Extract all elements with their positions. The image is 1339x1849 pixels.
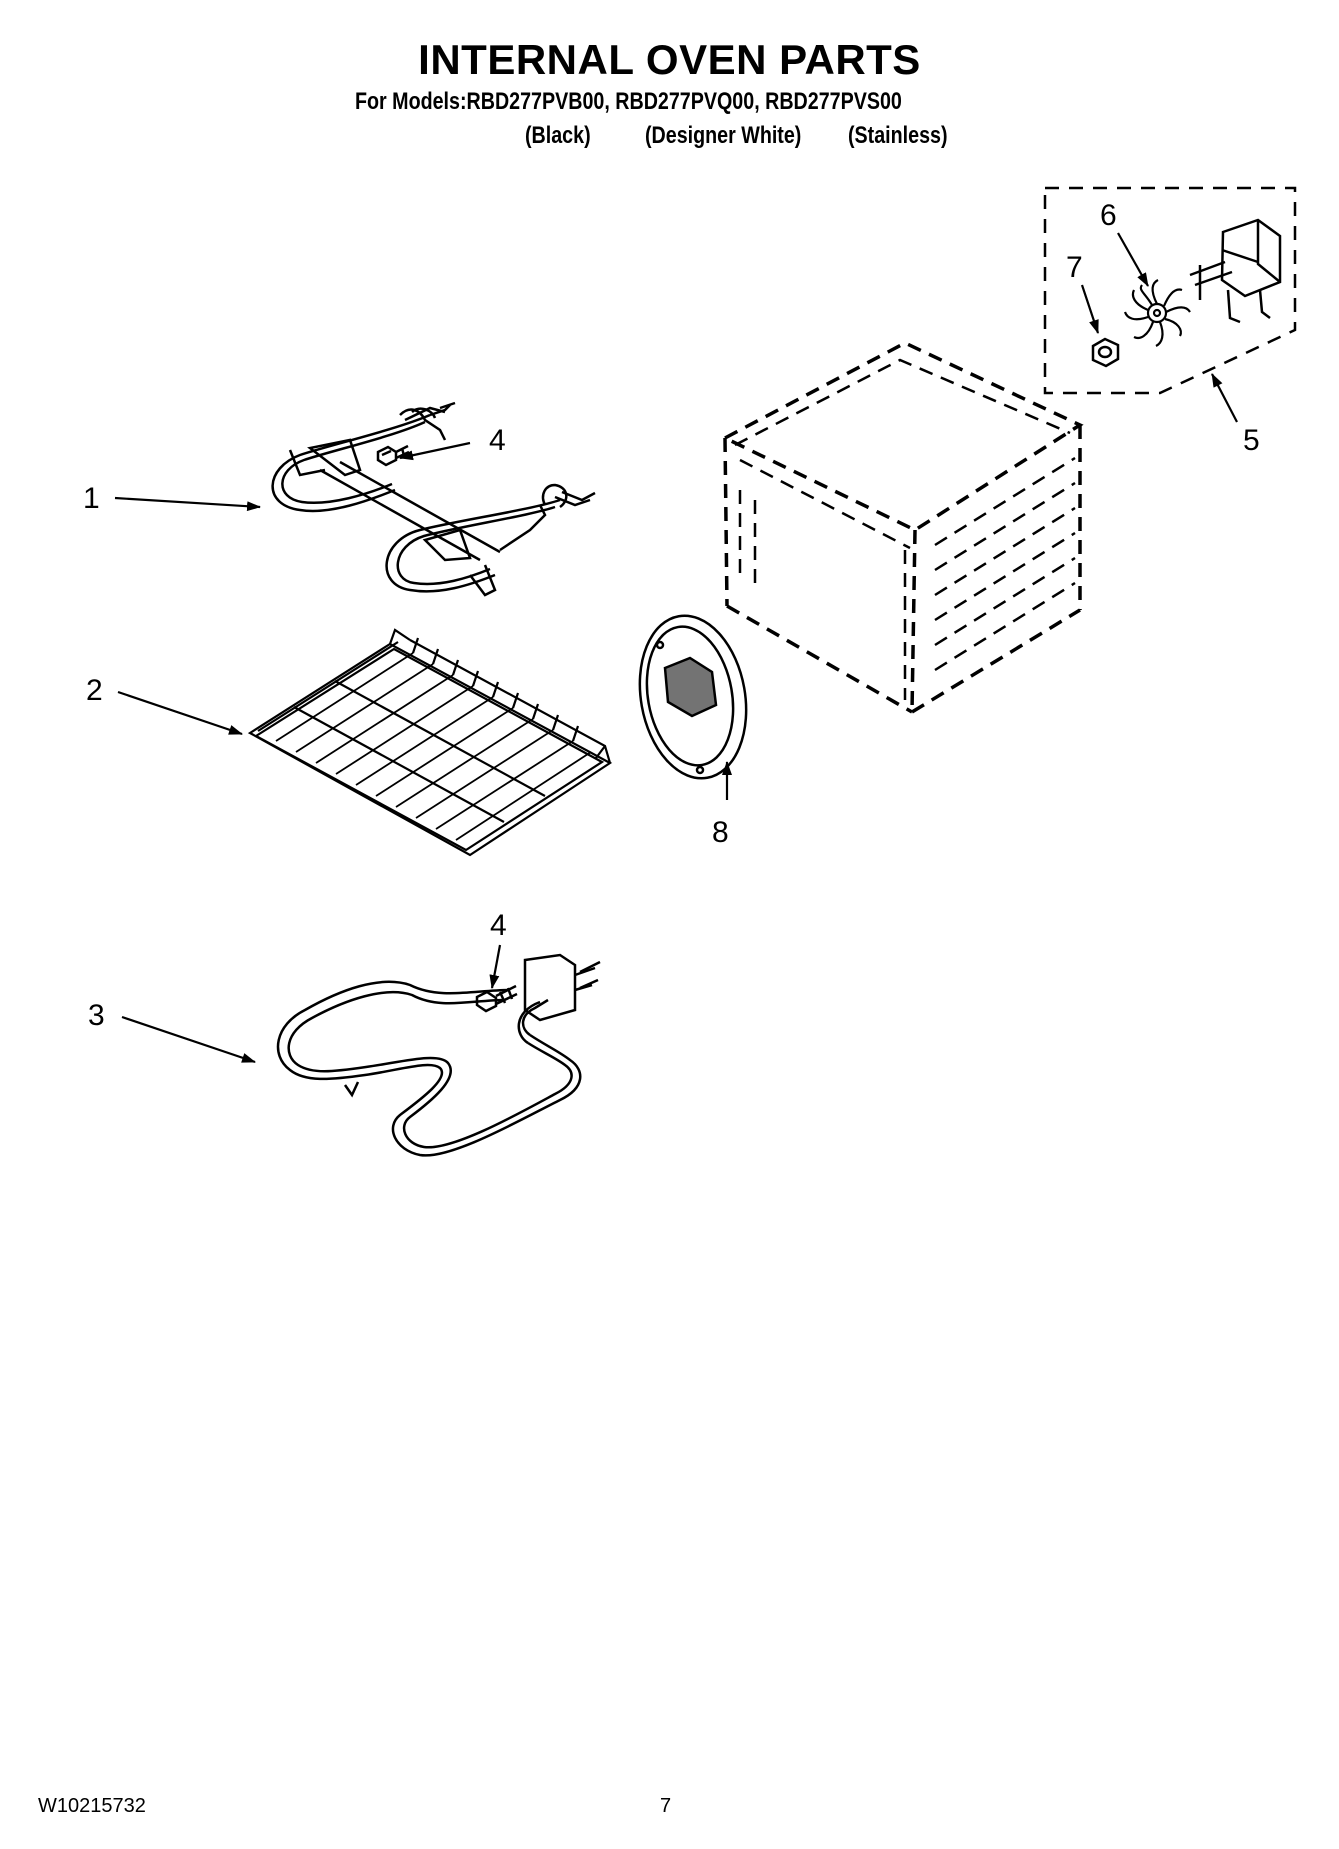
color-stainless: (Stainless) (848, 122, 948, 149)
mounting-screw-lower (475, 984, 518, 1013)
page-title: INTERNAL OVEN PARTS (418, 36, 921, 83)
fan-nut (1091, 337, 1120, 368)
callout-5: 5 (1243, 424, 1260, 457)
color-black: (Black) (525, 122, 591, 149)
callout-leaders (114, 232, 1238, 1064)
callout-7: 7 (1066, 251, 1083, 284)
callout-4-upper: 4 (489, 424, 506, 457)
callout-2: 2 (86, 674, 103, 707)
fan-blade (1123, 279, 1191, 347)
callout-8: 8 (712, 816, 729, 849)
callout-1: 1 (83, 482, 100, 515)
callout-4-lower: 4 (490, 909, 507, 942)
bake-element (276, 953, 601, 1157)
oven-cavity (721, 341, 1084, 714)
convection-assembly-box (1043, 186, 1297, 395)
color-designer-white: (Designer White) (645, 122, 802, 149)
document-number: W10215732 (38, 1795, 146, 1817)
fan-cover (638, 614, 748, 780)
fan-motor (1189, 218, 1282, 324)
page-number: 7 (660, 1795, 672, 1817)
mounting-screw-upper (376, 444, 410, 467)
oven-rack (247, 628, 613, 857)
callout-6: 6 (1100, 199, 1117, 232)
callout-3: 3 (88, 999, 105, 1032)
broil-element (271, 401, 596, 597)
models-line: For Models:RBD277PVB00, RBD277PVQ00, RBD… (355, 88, 902, 115)
callout-labels: 1 2 3 4 4 5 6 7 8 (83, 199, 1260, 1032)
